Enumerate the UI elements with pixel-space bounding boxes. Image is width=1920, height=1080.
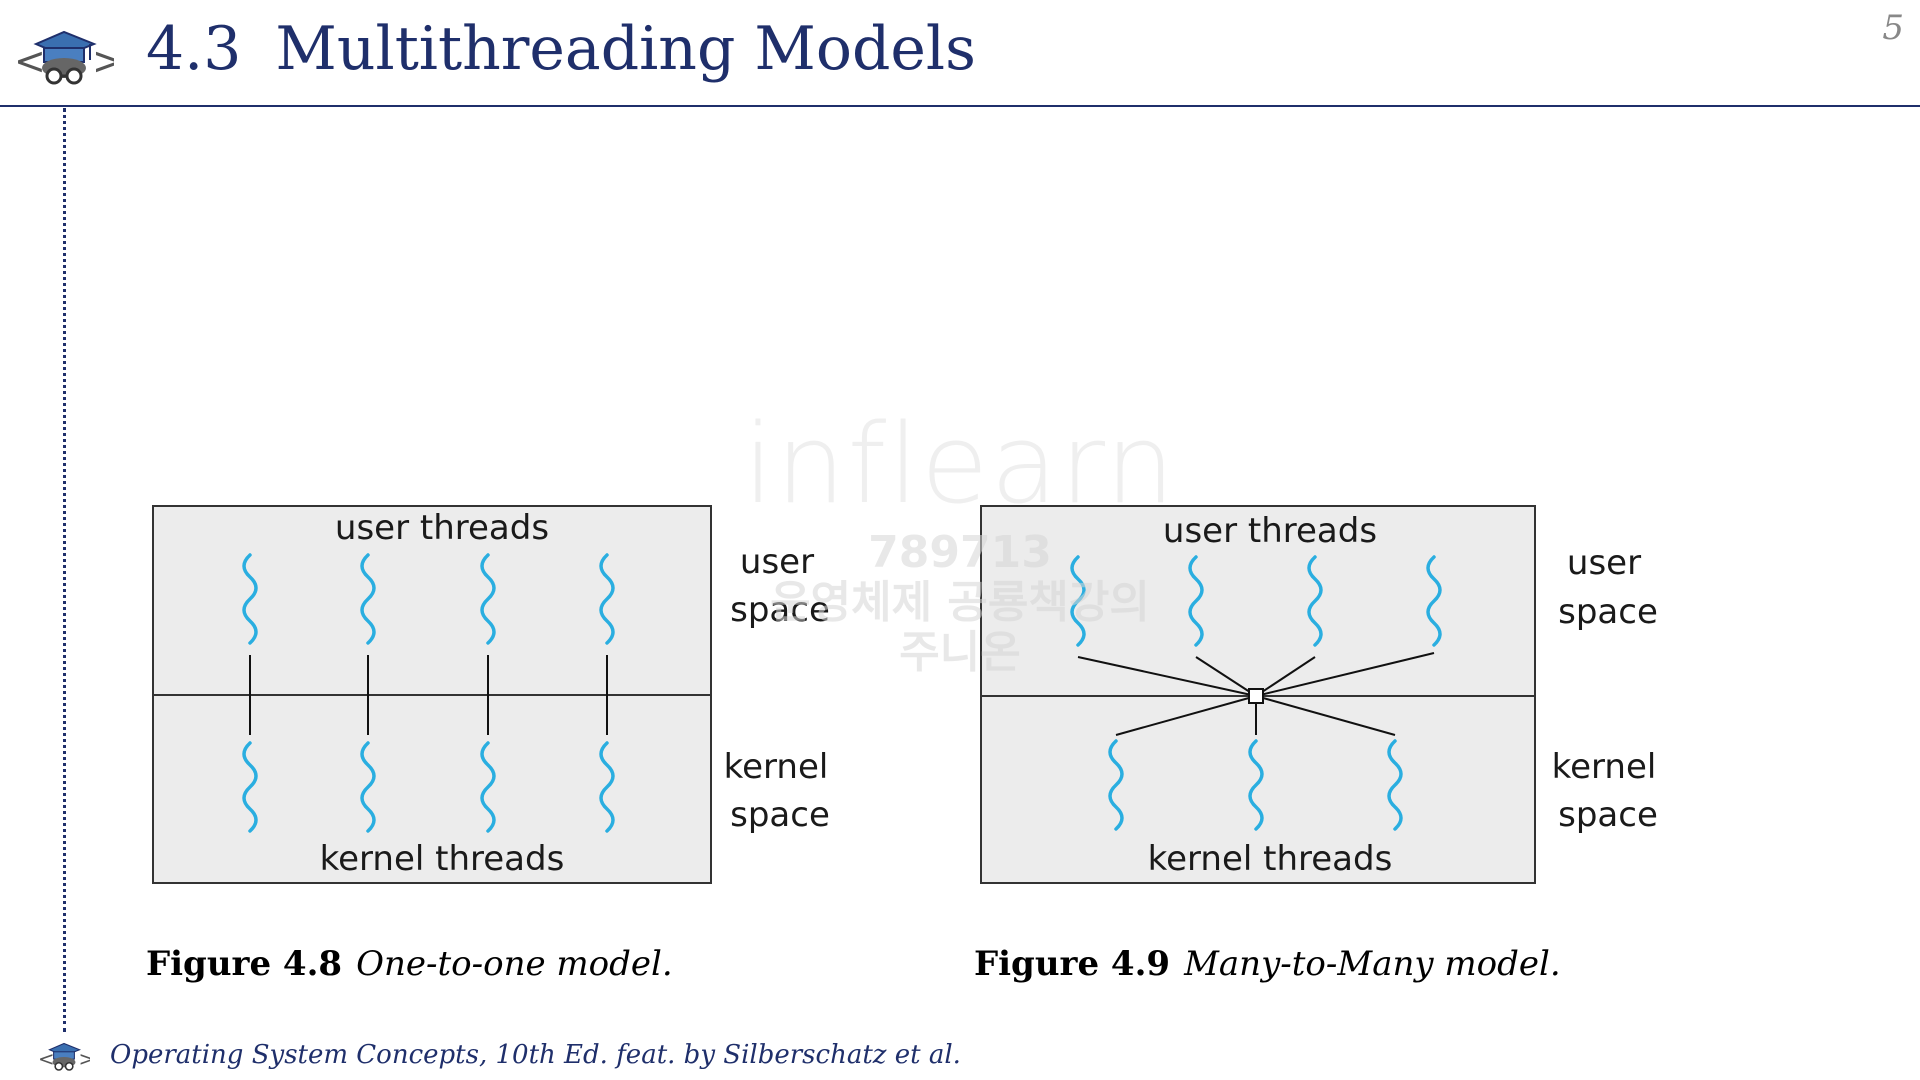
mapping-line xyxy=(1255,652,1435,697)
caption-label: Figure 4.9 xyxy=(974,944,1171,984)
user-thread-icon xyxy=(242,553,258,645)
user-space-label-line1: user xyxy=(740,542,814,582)
user-thread-icon xyxy=(360,553,376,645)
figure-many-to-many: user threads kernel threads user space k… xyxy=(980,505,1670,885)
kernel-thread-icon xyxy=(1387,739,1403,831)
kernel-space-label-line1: kernel xyxy=(1552,747,1657,787)
user-space-label-line2: space xyxy=(1558,592,1658,632)
user-thread-icon xyxy=(480,553,496,645)
many-to-many-diagram: user threads kernel threads user space k… xyxy=(980,505,1658,884)
user-thread-icon xyxy=(599,553,615,645)
user-thread-icon xyxy=(1307,555,1323,647)
caption-text: Many-to-Many model. xyxy=(1184,944,1561,984)
header-divider xyxy=(0,105,1920,107)
user-space-label-line1: user xyxy=(1567,543,1641,583)
caption-text: One-to-one model. xyxy=(356,944,673,984)
svg-text:>: > xyxy=(79,1047,90,1070)
user-space-label-line2: space xyxy=(730,590,830,630)
kernel-threads-label: kernel threads xyxy=(320,839,565,879)
kernel-space-label-line2: space xyxy=(1558,795,1658,835)
figure-caption-4-9: Figure 4.9 Many-to-Many model. xyxy=(974,944,1561,984)
mapping-line xyxy=(1195,656,1257,697)
footer-citation: Operating System Concepts, 10th Ed. feat… xyxy=(110,1040,961,1070)
user-thread-icon xyxy=(1070,555,1086,647)
svg-text:>: > xyxy=(92,39,114,83)
kernel-thread-icon xyxy=(599,741,615,833)
side-dotted-rule xyxy=(63,108,66,1032)
section-number: 4.3 xyxy=(146,14,242,84)
graduation-cap-glasses-icon: < > xyxy=(38,1040,95,1074)
kernel-space-label-line2: space xyxy=(730,795,830,835)
one-to-one-diagram: user threads kernel threads user space k… xyxy=(152,505,830,884)
title-text: Multithreading Models xyxy=(275,14,976,84)
kernel-thread-icon xyxy=(1248,739,1264,831)
page-title: 4.3 Multithreading Models xyxy=(146,14,976,84)
figure-caption-4-8: Figure 4.8 One-to-one model. xyxy=(146,944,673,984)
graduation-cap-glasses-icon: < > xyxy=(14,26,124,90)
figure-one-to-one: user threads kernel threads user space k… xyxy=(152,505,842,885)
thread-multiplexer-node xyxy=(1248,688,1264,704)
mapping-line xyxy=(1255,656,1316,697)
kernel-thread-icon xyxy=(360,741,376,833)
mapping-line xyxy=(1115,695,1257,736)
caption-label: Figure 4.8 xyxy=(146,944,343,984)
kernel-thread-icon xyxy=(1108,739,1124,831)
user-thread-icon xyxy=(1188,555,1204,647)
mapping-line xyxy=(1255,695,1396,736)
svg-text:<: < xyxy=(38,1047,55,1070)
kernel-thread-icon xyxy=(242,741,258,833)
user-thread-icon xyxy=(1426,555,1442,647)
kernel-threads-label: kernel threads xyxy=(1148,839,1393,879)
user-threads-label: user threads xyxy=(335,508,549,548)
kernel-thread-icon xyxy=(480,741,496,833)
kernel-space-label-line1: kernel xyxy=(724,747,829,787)
mapping-line xyxy=(1077,656,1257,697)
page-number: 5 xyxy=(1882,8,1904,48)
user-threads-label: user threads xyxy=(1163,511,1377,551)
